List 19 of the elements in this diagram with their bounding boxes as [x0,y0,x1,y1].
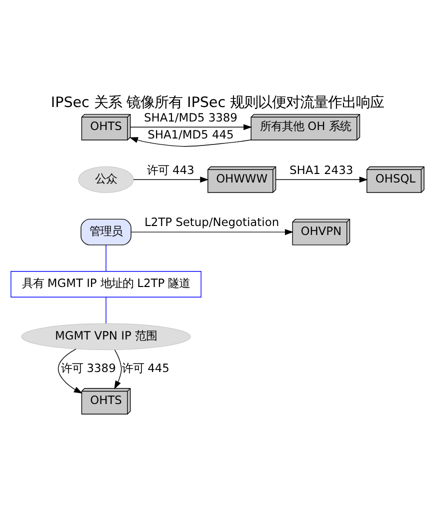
edge-label: 许可 445 [122,360,170,375]
arrow [130,124,252,130]
arrow [130,229,294,236]
node-ellipse: MGMT VPN IP 范围 [21,323,191,350]
edge-label: SHA1/MD5 445 [148,127,234,142]
arrow [58,348,83,394]
node-box: 具有 MGMT IP 地址的 L2TP 隧道 [10,271,202,298]
arrow [114,350,122,390]
edge-label: L2TP Setup/Negotiation [144,215,280,230]
edge-label: 许可 443 [146,162,194,177]
diagram-title: IPSec 关系 镜像所有 IPSec 规则以便对流量作出响应 [50,95,384,112]
edge-label: SHA1/MD5 3389 [144,110,238,124]
arrow [129,137,252,147]
edge-label: 许可 3389 [61,360,116,375]
node-box: 管理员 [80,218,132,246]
arrow [133,176,209,183]
arrow [276,176,368,183]
edge-label: SHA1 2433 [289,162,354,177]
node-ellipse: 公众 [78,166,134,194]
